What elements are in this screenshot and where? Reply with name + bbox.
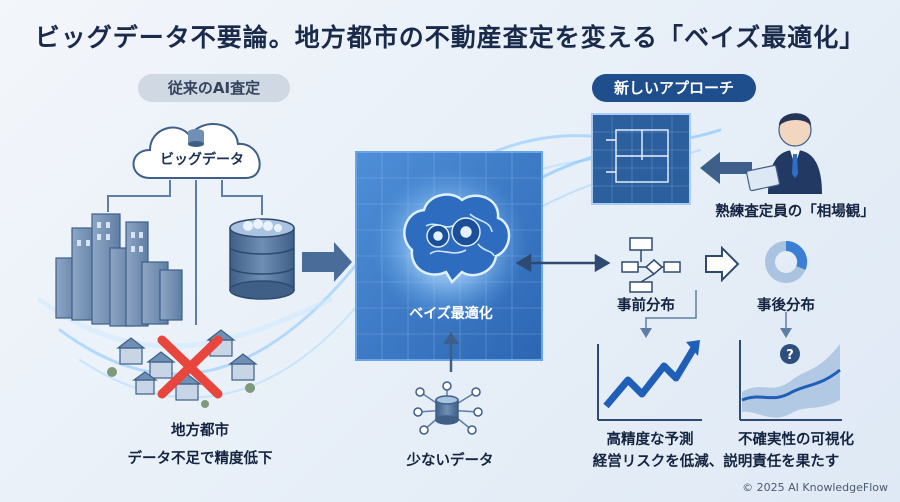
flowchart-icon <box>621 237 681 293</box>
prior-label: 事前分布 <box>617 298 675 314</box>
city-label: 地方都市 <box>171 423 229 439</box>
bayes-optimization-label: ベイズ最適化 <box>409 306 493 322</box>
expert-label: 熟練査定員の「相場観」 <box>715 204 875 220</box>
copyright-text: © 2025 AI KnowledgeFlow <box>742 481 888 494</box>
small-data-icon <box>413 381 483 435</box>
cloud-label: ビッグデータ <box>160 152 244 168</box>
bottom-caption: 経営リスクを低減、説明責任を果たす <box>592 454 840 470</box>
forecast-chart-icon <box>597 340 702 421</box>
city-buildings-icon <box>55 213 183 327</box>
city-caption: データ不足で精度低下 <box>127 451 273 467</box>
double-arrow-icon <box>515 253 611 273</box>
expert-person-icon <box>746 113 822 194</box>
database-icon <box>229 218 295 300</box>
page-title: ビッグデータ不要論。地方都市の不動産査定を変える「ベイズ最適化」 <box>34 23 866 52</box>
section-header-legacy-ai: 従来のAI査定 <box>138 74 290 102</box>
blueprint-icon <box>591 113 691 205</box>
posterior-label: 事後分布 <box>757 298 815 314</box>
uncertainty-label: 不確実性の可視化 <box>738 432 854 448</box>
cloud-connectors <box>107 180 263 325</box>
cloud-icon <box>132 123 261 179</box>
svg-text:?: ? <box>786 348 794 363</box>
uncertainty-chart-icon: ? <box>739 340 842 421</box>
donut-chart-icon <box>765 240 808 283</box>
arrow-up-icon <box>443 332 459 372</box>
forecast-label: 高精度な予測 <box>606 432 694 448</box>
gear-icon <box>426 217 481 248</box>
arrow-right-outline-icon <box>705 245 740 283</box>
brain-icon <box>403 193 511 285</box>
arrow-icon <box>302 242 352 282</box>
arrow-left-icon <box>700 152 752 184</box>
section-header-new-approach: 新しいアプローチ <box>592 74 756 102</box>
prior-connector <box>645 290 697 330</box>
small-data-label: 少ないデータ <box>406 453 494 469</box>
cross-mark-icon <box>157 335 223 399</box>
